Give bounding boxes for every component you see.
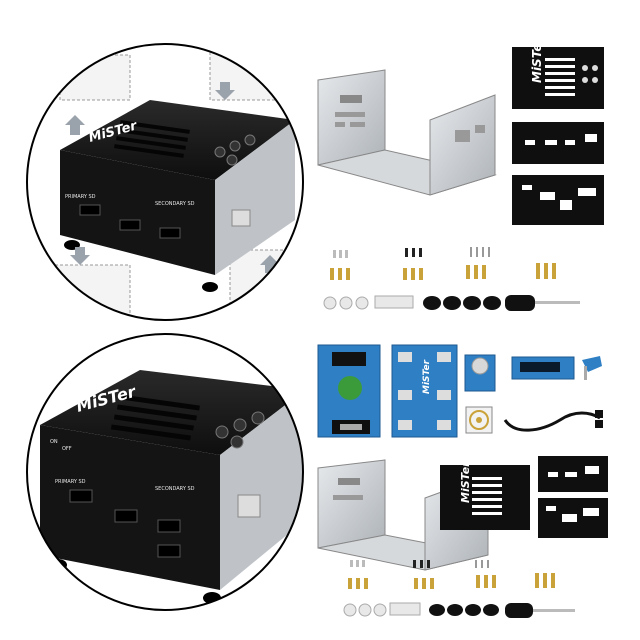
- screwdriver-icon: [505, 295, 580, 311]
- screwdriver-icon-2: [505, 603, 575, 618]
- side-panel-front: [512, 122, 604, 164]
- bracket-clip: [582, 356, 602, 380]
- assembled-case-view-bottom: MiSTer ON OFF PRIMARY SD SECONDARY SD: [26, 333, 304, 611]
- power-on-label: ON: [50, 439, 58, 445]
- assembled-case-view-top: MiSTer PRIMARY SD SECONDARY SD: [26, 43, 304, 321]
- fan-icon: [465, 406, 493, 434]
- primary-sd-label: PRIMARY SD: [65, 194, 96, 200]
- usb-cable-icon: [503, 410, 603, 432]
- pcb-set: MiSTer: [317, 344, 603, 438]
- secondary-sd-label-closeup: SECONDARY SD: [155, 486, 195, 492]
- side-panel-back: [512, 175, 604, 225]
- hardware-set-top: [323, 247, 580, 311]
- power-off-label: OFF: [62, 446, 72, 452]
- parts-kit-top: MiSTer: [317, 37, 604, 311]
- secondary-sd-label: SECONDARY SD: [155, 201, 195, 207]
- primary-sd-label-closeup: PRIMARY SD: [55, 479, 86, 485]
- top-panel-2-logo: MiSTer: [459, 461, 472, 503]
- rtc-board: [464, 354, 496, 392]
- aluminium-frame: [317, 69, 497, 196]
- top-panel: MiSTer: [512, 37, 604, 109]
- parts-kit-bottom: MiSTer: [317, 456, 608, 618]
- side-panel-back-2: [538, 498, 608, 538]
- usb-hub-board: MiSTer: [391, 344, 458, 438]
- callout-arrow-icon: [65, 82, 280, 273]
- side-panel-front-2: [538, 456, 608, 492]
- top-panel-logo: MiSTer: [530, 37, 544, 83]
- top-panel-2: MiSTer: [440, 461, 530, 530]
- hardware-set-bottom: [343, 560, 575, 618]
- lcd-board: [511, 356, 575, 380]
- io-board: [317, 344, 381, 438]
- hub-logo: MiSTer: [422, 359, 432, 394]
